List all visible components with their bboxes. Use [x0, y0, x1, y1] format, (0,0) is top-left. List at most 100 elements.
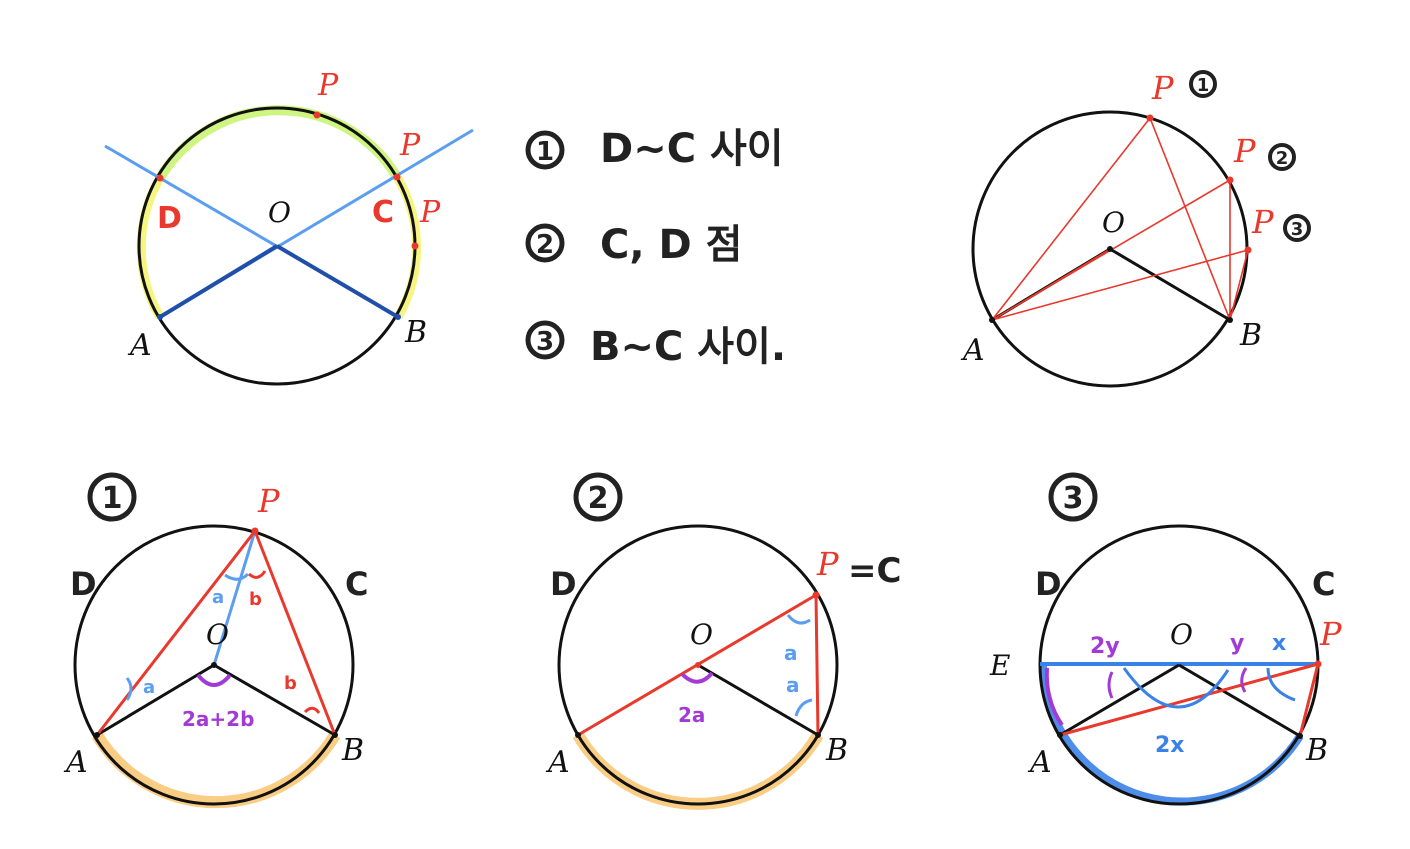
label-d: D: [70, 565, 97, 603]
badge-3: [1283, 214, 1311, 242]
note-1-number: 1: [536, 137, 554, 167]
label-b: B: [1305, 733, 1328, 768]
label-a: A: [960, 333, 985, 368]
label-o: O: [690, 618, 713, 651]
note-2-text: C, D 점: [600, 222, 742, 268]
case-number-badge: [87, 472, 137, 522]
label-b: B: [825, 733, 848, 768]
point-p-top: [313, 111, 321, 119]
note-3-number: 3: [536, 327, 554, 357]
angle-label-a1: a: [784, 641, 798, 665]
label-o: O: [1170, 618, 1193, 651]
figure-positions-of-p: O A B P P P D C: [104, 68, 474, 386]
note-1-number-badge: [525, 130, 565, 170]
note-3-number-badge: [525, 320, 565, 360]
point-o: [211, 662, 217, 668]
highlight-arc-d-to-c: [155, 105, 402, 181]
point-c: [393, 173, 401, 181]
point-b: [815, 732, 821, 738]
label-o: O: [268, 196, 291, 229]
radius-oa: [158, 244, 279, 319]
chord-p-b: [253, 530, 337, 736]
point-p1: [1146, 114, 1154, 122]
label-c: C: [1312, 565, 1335, 603]
circle: [557, 524, 839, 806]
label-a: A: [127, 328, 152, 363]
point-p: [251, 527, 259, 535]
radius-oa: [1059, 663, 1180, 737]
angle-label-y: y: [1230, 631, 1244, 656]
label-eq-c: =C: [848, 551, 901, 591]
point-p2: [1226, 176, 1234, 184]
highlight-arc-a-b: [572, 731, 824, 810]
point-b: [1297, 733, 1303, 739]
label-b: B: [1239, 318, 1262, 353]
radius-oa: [96, 663, 215, 737]
label-p3: P: [1251, 203, 1274, 241]
angle-label-center: 2x: [1155, 733, 1185, 758]
badge-2: [1268, 143, 1296, 171]
label-o: O: [1102, 206, 1125, 239]
angle-arc-x: [1266, 667, 1296, 702]
point-o: [1107, 246, 1113, 252]
angle-label-b-top: b: [249, 589, 262, 610]
chord-p-b: [814, 594, 820, 736]
badge-2-number: 2: [1276, 148, 1289, 169]
angle-label-a2: a: [786, 673, 800, 697]
label-p-top: P: [317, 68, 339, 103]
point-p3: [1244, 246, 1252, 254]
note-3-text: B~C 사이.: [590, 324, 786, 370]
chord-a-p: [1059, 662, 1319, 737]
angle-label-x: x: [1272, 631, 1286, 656]
label-p-right: P: [419, 195, 441, 230]
radius-ob: [1109, 247, 1231, 322]
label-d: D: [550, 565, 577, 603]
angle-label-center: 2a: [678, 703, 705, 727]
badge-1: [1189, 70, 1217, 98]
line-o-p: [991, 248, 1111, 321]
angle-arc-top-b: [248, 570, 267, 579]
figure-three-cases: O A B P 1 P 2 P 3: [960, 69, 1311, 388]
label-b: B: [341, 733, 364, 768]
case-number-badge: [1048, 472, 1098, 522]
note-2-number: 2: [536, 230, 554, 260]
angle-label-b-right: b: [284, 673, 297, 694]
case-3-figure: 3 P O A B E D C 2y y x 2x: [989, 472, 1342, 806]
angle-arc-p: [786, 614, 811, 625]
label-p: P: [1319, 615, 1342, 653]
angle-arc-a: [1107, 671, 1114, 699]
case-1-figure: 1 P O A B D C a b a b 2a+2b: [63, 472, 368, 809]
note-1-text: D~C 사이: [600, 126, 784, 172]
chord-a-p: [95, 530, 257, 736]
point-b: [1227, 317, 1233, 323]
point-a: [94, 732, 100, 738]
point-p: [1314, 660, 1322, 668]
angle-arc-e-left: [1044, 667, 1064, 727]
point-b: [395, 314, 401, 320]
angle-arc-center: [196, 673, 232, 687]
line-p3-b: [1229, 249, 1249, 321]
angle-label-a-left: a: [143, 677, 155, 698]
label-e: E: [989, 649, 1010, 682]
label-p2: P: [1233, 132, 1256, 170]
badge-3-number: 3: [1291, 219, 1304, 240]
label-p: P: [816, 545, 839, 583]
label-c: C: [345, 565, 368, 603]
case-number: 2: [588, 481, 609, 516]
angle-label-a-top: a: [212, 587, 224, 608]
angle-arc-left: [125, 677, 133, 701]
label-d: D: [157, 201, 182, 236]
radius-ob: [275, 244, 400, 319]
radius-ob: [697, 663, 819, 737]
label-p-c: P: [399, 128, 421, 163]
note-2: 2 C, D 점: [525, 222, 742, 268]
line-p1-b: [1149, 117, 1231, 321]
line-a-p3: [991, 249, 1249, 321]
point-o: [695, 662, 701, 668]
note-1: 1 D~C 사이: [525, 126, 784, 172]
case-number: 1: [102, 481, 123, 516]
radius-ob: [1178, 663, 1301, 738]
angle-arc-top-a: [224, 572, 250, 581]
angle-arc-right: [303, 706, 321, 714]
